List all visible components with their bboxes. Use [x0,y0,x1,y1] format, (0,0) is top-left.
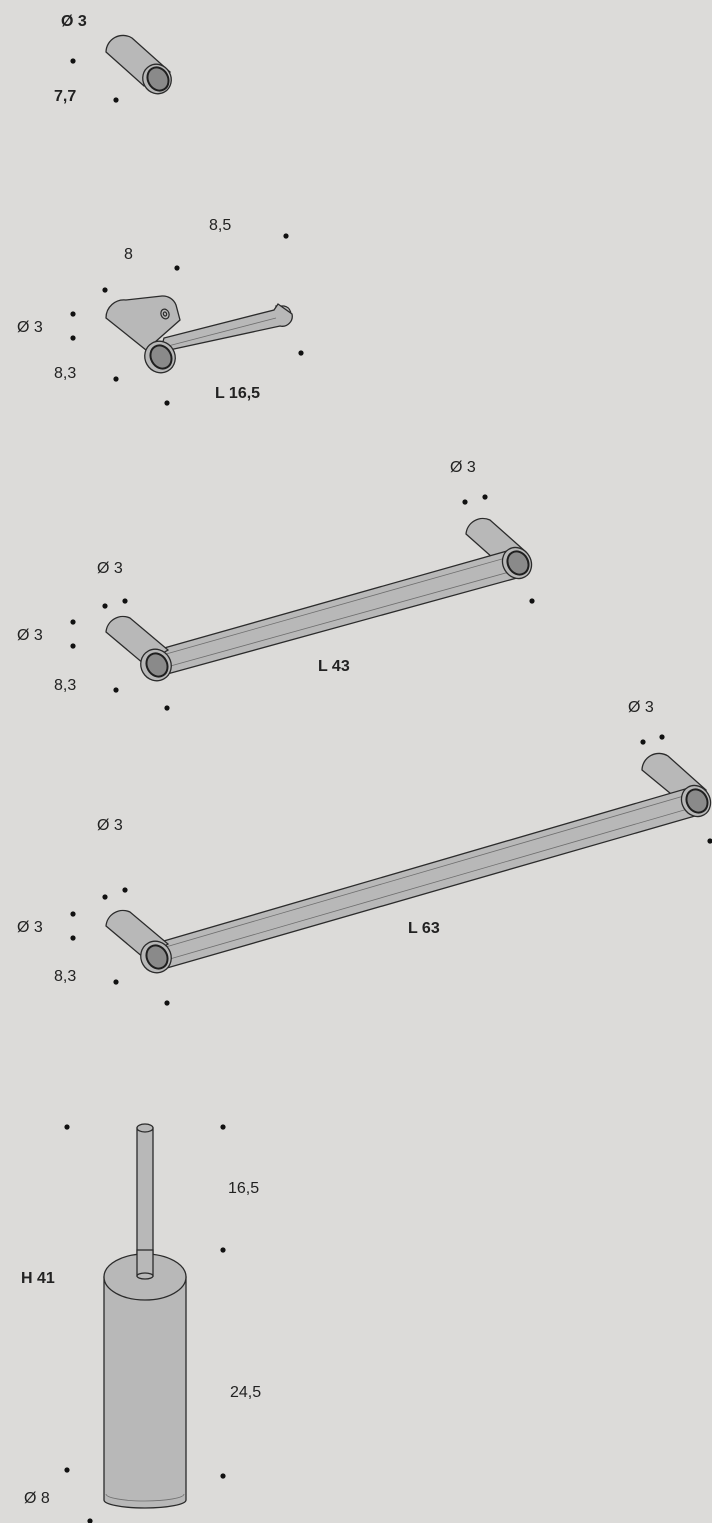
towel-bar-63-length-label: L 63 [408,920,440,937]
toilet-brush-dimension-dots [64,1124,226,1523]
paper-holder-dim-a-label: 8,5 [209,217,232,234]
hook-diameter-label: Ø 3 [61,13,87,30]
towel-bar-43-diameter-left-label: Ø 3 [17,627,43,644]
paper-holder-drawing [105,295,293,374]
toilet-brush-total-height-label: H 41 [21,1270,55,1287]
toilet-brush-drawing [103,1123,187,1509]
towel-bar-43-diameter-top-label: Ø 3 [97,560,123,577]
towel-bar-43-drawing [105,517,533,682]
towel-bar-63-diameter-top-label: Ø 3 [97,817,123,834]
towel-bar-43-length-label: L 43 [318,658,350,675]
paper-holder-length-label: L 16,5 [215,385,261,402]
paper-holder-depth-label: 8,3 [54,365,77,382]
paper-holder-dimension-dots [70,233,304,406]
towel-bar-63-diameter-left-label: Ø 3 [17,919,43,936]
paper-holder-dim-b-label: 8 [124,246,133,263]
hook-length-label: 7,7 [54,88,77,105]
towel-bar-43-depth-label: 8,3 [54,677,77,694]
towel-bar-43-dimension-dots [70,494,535,711]
towel-bar-63-diameter-right-label: Ø 3 [628,699,654,716]
towel-bar-63-dimension-dots [70,734,712,1006]
towel-bar-43-diameter-right-label: Ø 3 [450,459,476,476]
hook-drawing [105,34,172,95]
hook-dimension-dots [70,58,119,103]
paper-holder-diameter-label: Ø 3 [17,319,43,336]
towel-bar-63-depth-label: 8,3 [54,968,77,985]
towel-bar-63-drawing [105,752,712,974]
toilet-brush-body-height-label: 24,5 [230,1384,262,1401]
toilet-brush-diameter-label: Ø 8 [24,1490,50,1507]
toilet-brush-handle-height-label: 16,5 [228,1180,260,1197]
